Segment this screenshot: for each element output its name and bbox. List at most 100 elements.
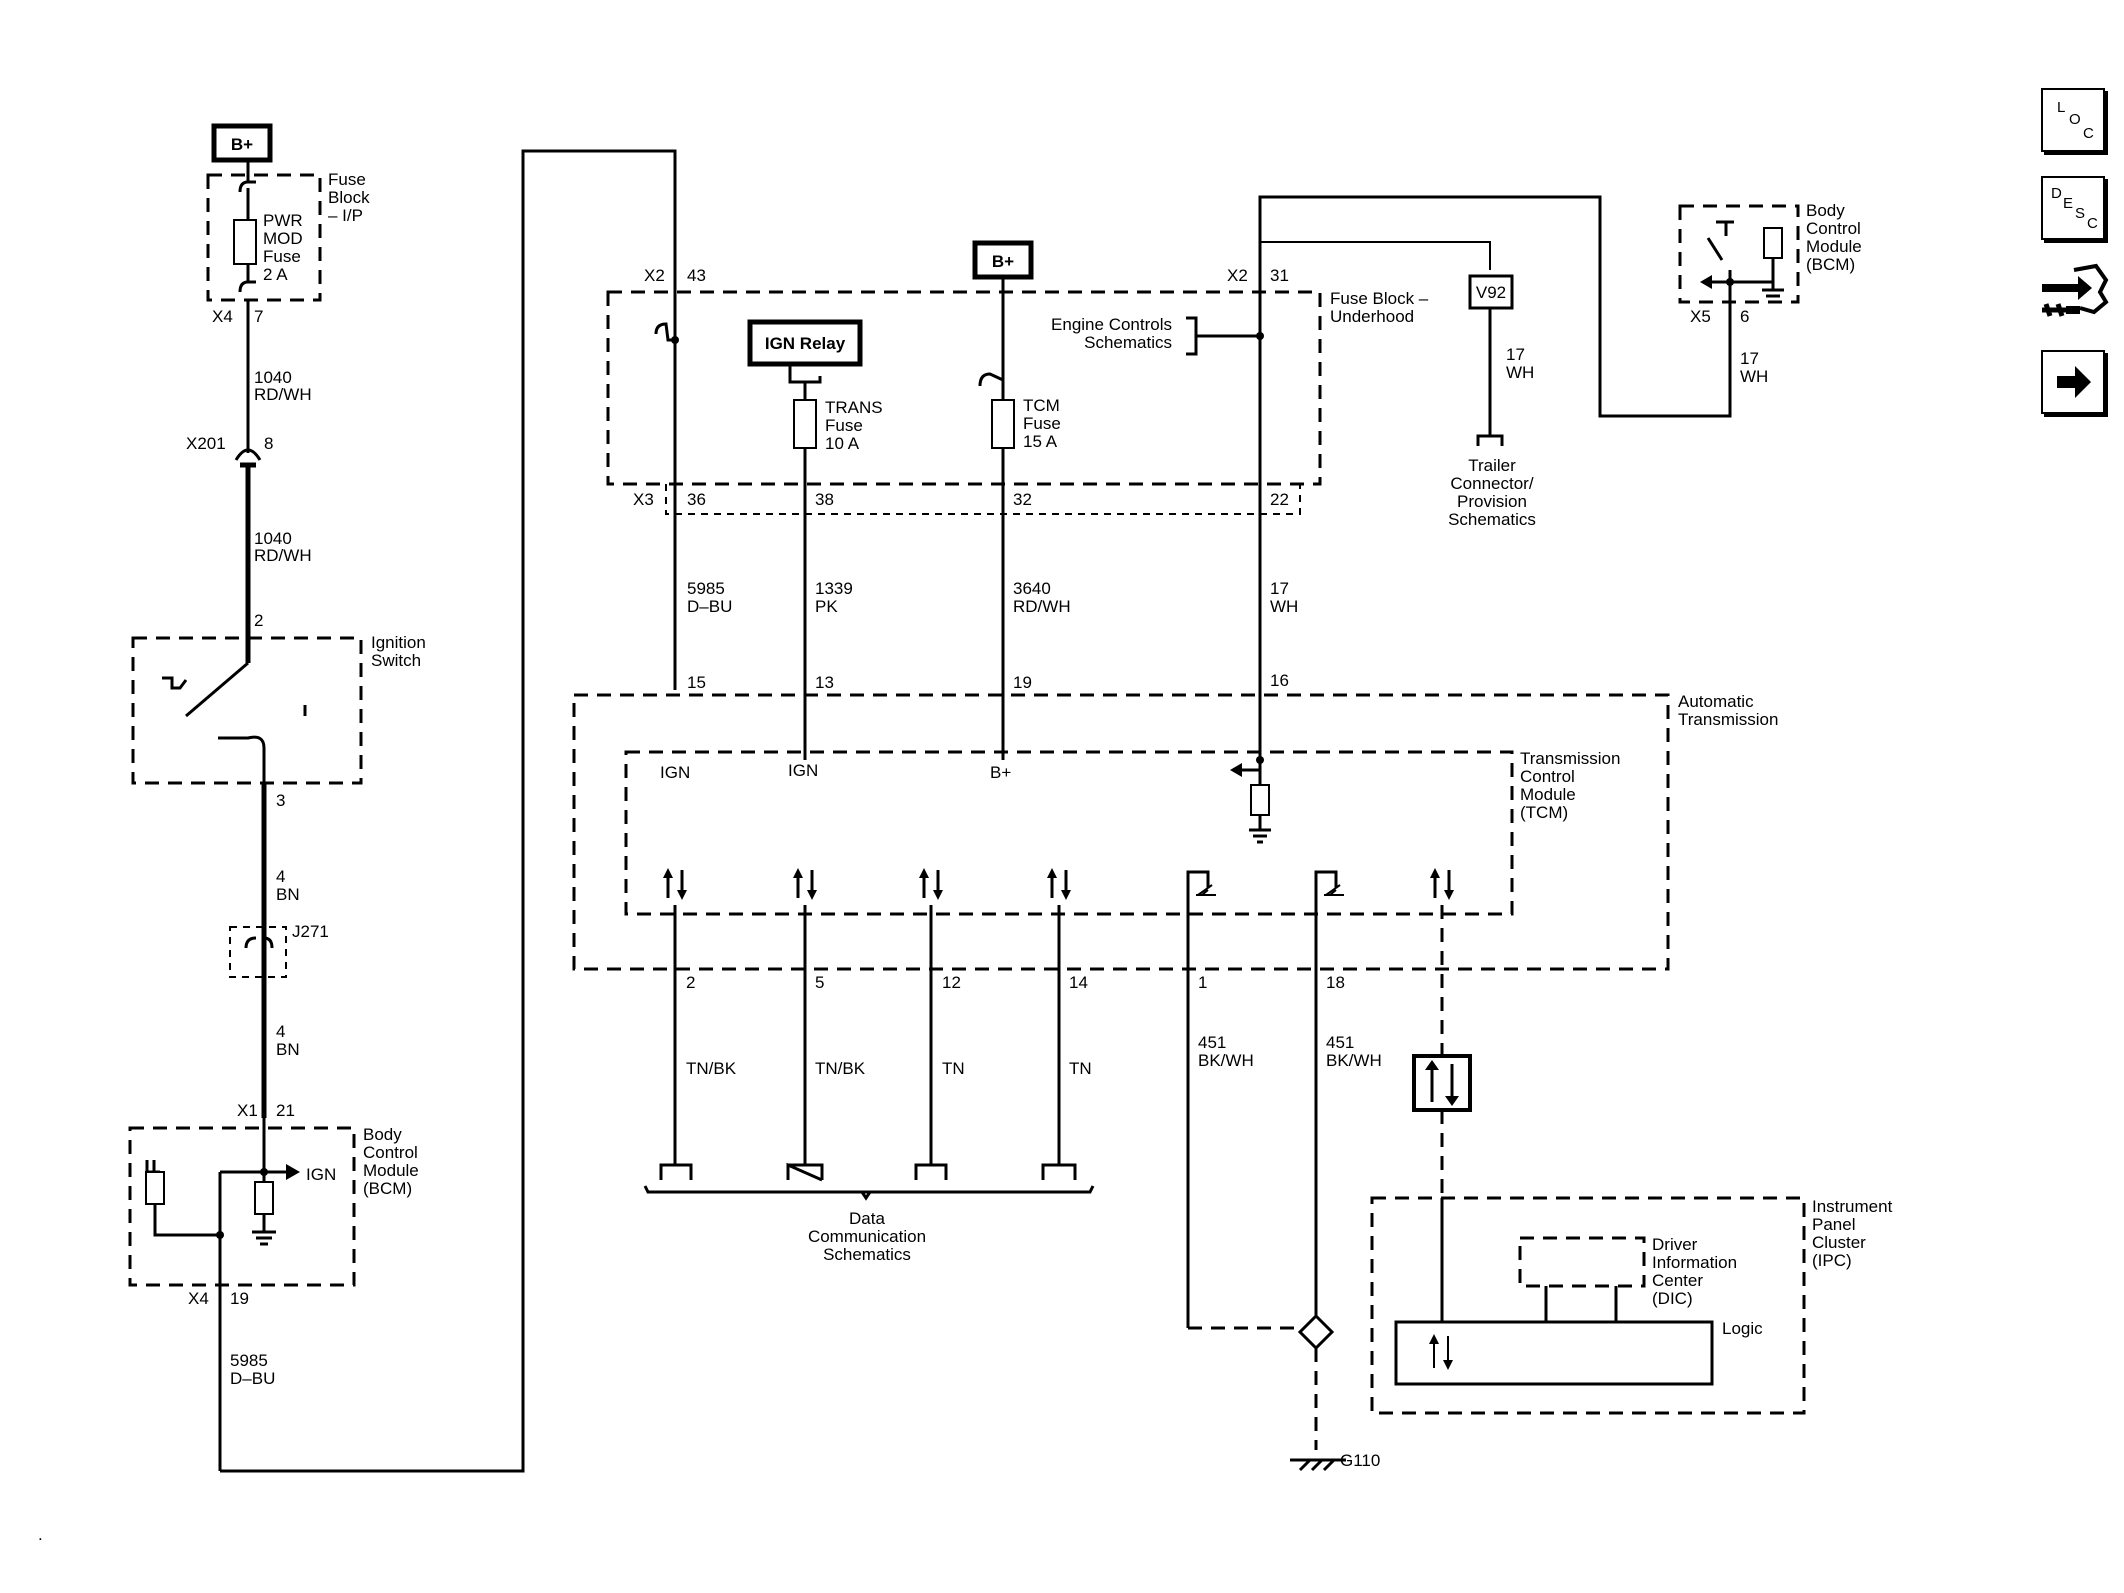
connector-x1: X1 (237, 1101, 258, 1120)
trailer-schematics-link-3[interactable]: Provision (1457, 492, 1527, 511)
tcm-pin-12: 12 (942, 973, 961, 992)
ign-relay: IGN Relay (747, 319, 863, 400)
tcm-pin-16: 16 (1270, 671, 1289, 690)
ign-relay-label: IGN Relay (765, 334, 846, 353)
serial-data-link-symbol (1412, 1054, 1472, 1112)
bcm-right-pin-6: 6 (1740, 307, 1749, 326)
data-communication-schematics-link-3[interactable]: Schematics (823, 1245, 911, 1264)
pwr-mod-fuse-label-2: MOD (263, 229, 303, 248)
bcm-pin-21: 21 (276, 1101, 295, 1120)
tcm-pin-19: 19 (1013, 673, 1032, 692)
tcm-resistor (1250, 784, 1270, 816)
serial-data-arrows (663, 868, 1454, 900)
arrow-right-icon (2057, 366, 2091, 398)
wire-17-bcm-number: 17 (1740, 349, 1759, 368)
wire-tn-2: TN (1069, 1059, 1092, 1078)
wire-451-color-a: BK/WH (1198, 1051, 1254, 1070)
wire-17-bcm-color: WH (1740, 367, 1768, 386)
wire-5985-color-left: D–BU (230, 1369, 275, 1388)
ignition-switch: Ignition Switch (131, 633, 426, 790)
connector-x3: X3 (633, 490, 654, 509)
trailer-schematics-link-2[interactable]: Connector/ (1450, 474, 1533, 493)
ipc-label-2: Panel (1812, 1215, 1855, 1234)
wire-17-color: WH (1270, 597, 1298, 616)
driver-information-center (1518, 1236, 1646, 1288)
tcm-pin-2: 2 (686, 973, 695, 992)
bcm-left-label-4: (BCM) (363, 1179, 412, 1198)
dic-label-4: (DIC) (1652, 1289, 1693, 1308)
tcm-bplus-input: B+ (990, 763, 1011, 782)
tcm-fuse-label: TCM (1023, 396, 1060, 415)
ign-switch-pin-3: 3 (276, 791, 285, 810)
tcm-pin-13: 13 (815, 673, 834, 692)
wire-4-number: 4 (276, 867, 285, 886)
instrument-panel-cluster: Instrument Panel Cluster (IPC) Driver In… (1370, 1196, 1893, 1415)
loc-letter-o: O (2069, 111, 2081, 128)
tcm-ign-input-1: IGN (660, 763, 690, 782)
tcm-pin-18: 18 (1326, 973, 1345, 992)
bplus-mid-label: B+ (992, 252, 1014, 271)
ign-switch-pin-2: 2 (254, 611, 263, 630)
pin-7: 7 (254, 307, 263, 326)
bplus-left-source: B+ (211, 123, 273, 163)
data-communication-schematics-link-2[interactable]: Communication (808, 1227, 926, 1246)
connector-repair-icon[interactable] (2036, 262, 2110, 328)
ipc-label-4: (IPC) (1812, 1251, 1852, 1270)
ignition-switch-label-2: Switch (371, 651, 421, 670)
description-button[interactable]: D E S C (2041, 176, 2105, 240)
pwr-mod-fuse-label-3: Fuse (263, 247, 301, 266)
pin-38: 38 (815, 490, 834, 509)
tcm-label-3: Module (1520, 785, 1576, 804)
pin-32: 32 (1013, 490, 1032, 509)
wire-17-v92-number: 17 (1506, 345, 1525, 364)
wire-3640-color: RD/WH (1013, 597, 1071, 616)
fuse-block-ip-label-3: – I/P (328, 206, 363, 225)
splice-j271: J271 (229, 922, 329, 978)
wire-17-bcm-loop (1258, 195, 1732, 760)
ground-splice-diamond (1297, 1313, 1335, 1351)
tcm-pin-14: 14 (1069, 973, 1088, 992)
next-arrow-button[interactable] (2041, 350, 2105, 414)
bidirectional-arrow-1 (663, 868, 687, 900)
ground-g110-label: G110 (1340, 1451, 1380, 1470)
bcm-right-label: Body (1806, 201, 1845, 220)
ipc-label-3: Cluster (1812, 1233, 1866, 1252)
fuse-block-ip-label-2: Block (328, 188, 370, 207)
wire-tn-bk-2: TN/BK (815, 1059, 866, 1078)
bcm-pullup-resistor (145, 1171, 165, 1205)
engine-controls-schematics-link[interactable]: Engine Controls (1051, 315, 1172, 334)
tcm-label-2: Control (1520, 767, 1575, 786)
data-communication-schematics-link[interactable]: Data (849, 1209, 885, 1228)
bidirectional-arrow-2 (793, 868, 817, 900)
loc-letter-l: L (2057, 99, 2066, 116)
tcm-fuse-symbol (991, 399, 1015, 449)
bcm-left-label-3: Module (363, 1161, 419, 1180)
wire-17-number: 17 (1270, 579, 1289, 598)
wire-4-color: BN (276, 885, 300, 904)
trailer-schematics-link-4[interactable]: Schematics (1448, 510, 1536, 529)
wire-5985-number-left: 5985 (230, 1351, 268, 1370)
fuse-block-ip: Fuse Block – I/P PWR MOD Fuse 2 A (206, 170, 370, 302)
dic-label-2: Information (1652, 1253, 1737, 1272)
tcm-label: Transmission (1520, 749, 1620, 768)
pin-31: 31 (1270, 266, 1289, 285)
corner-mark: . (38, 1525, 43, 1544)
v92-connector: V92 17 WH Trailer Connector/ Provision S… (1448, 274, 1536, 529)
pwr-mod-fuse-symbol (233, 219, 257, 265)
location-view-button[interactable]: L O C (2041, 88, 2105, 152)
trailer-schematics-link[interactable]: Trailer (1468, 456, 1516, 475)
wire-5985-color: D–BU (687, 597, 732, 616)
pwr-mod-fuse-label: PWR (263, 211, 303, 230)
wire-1040-number-2: 1040 (254, 529, 292, 548)
tcm-label-4: (TCM) (1520, 803, 1568, 822)
v92-label: V92 (1476, 283, 1506, 302)
wire-5985-loop (220, 149, 677, 1473)
trans-fuse: TRANS Fuse 10 A (793, 398, 883, 453)
engine-controls-schematics-link-2[interactable]: Schematics (1084, 333, 1172, 352)
wire-4-color-2: BN (276, 1040, 300, 1059)
wire-1040-color-2: RD/WH (254, 546, 312, 565)
fuse-block-ip-label: Fuse (328, 170, 366, 189)
fuse-block-underhood-label-2: Underhood (1330, 307, 1414, 326)
wire-17-v92-color: WH (1506, 363, 1534, 382)
